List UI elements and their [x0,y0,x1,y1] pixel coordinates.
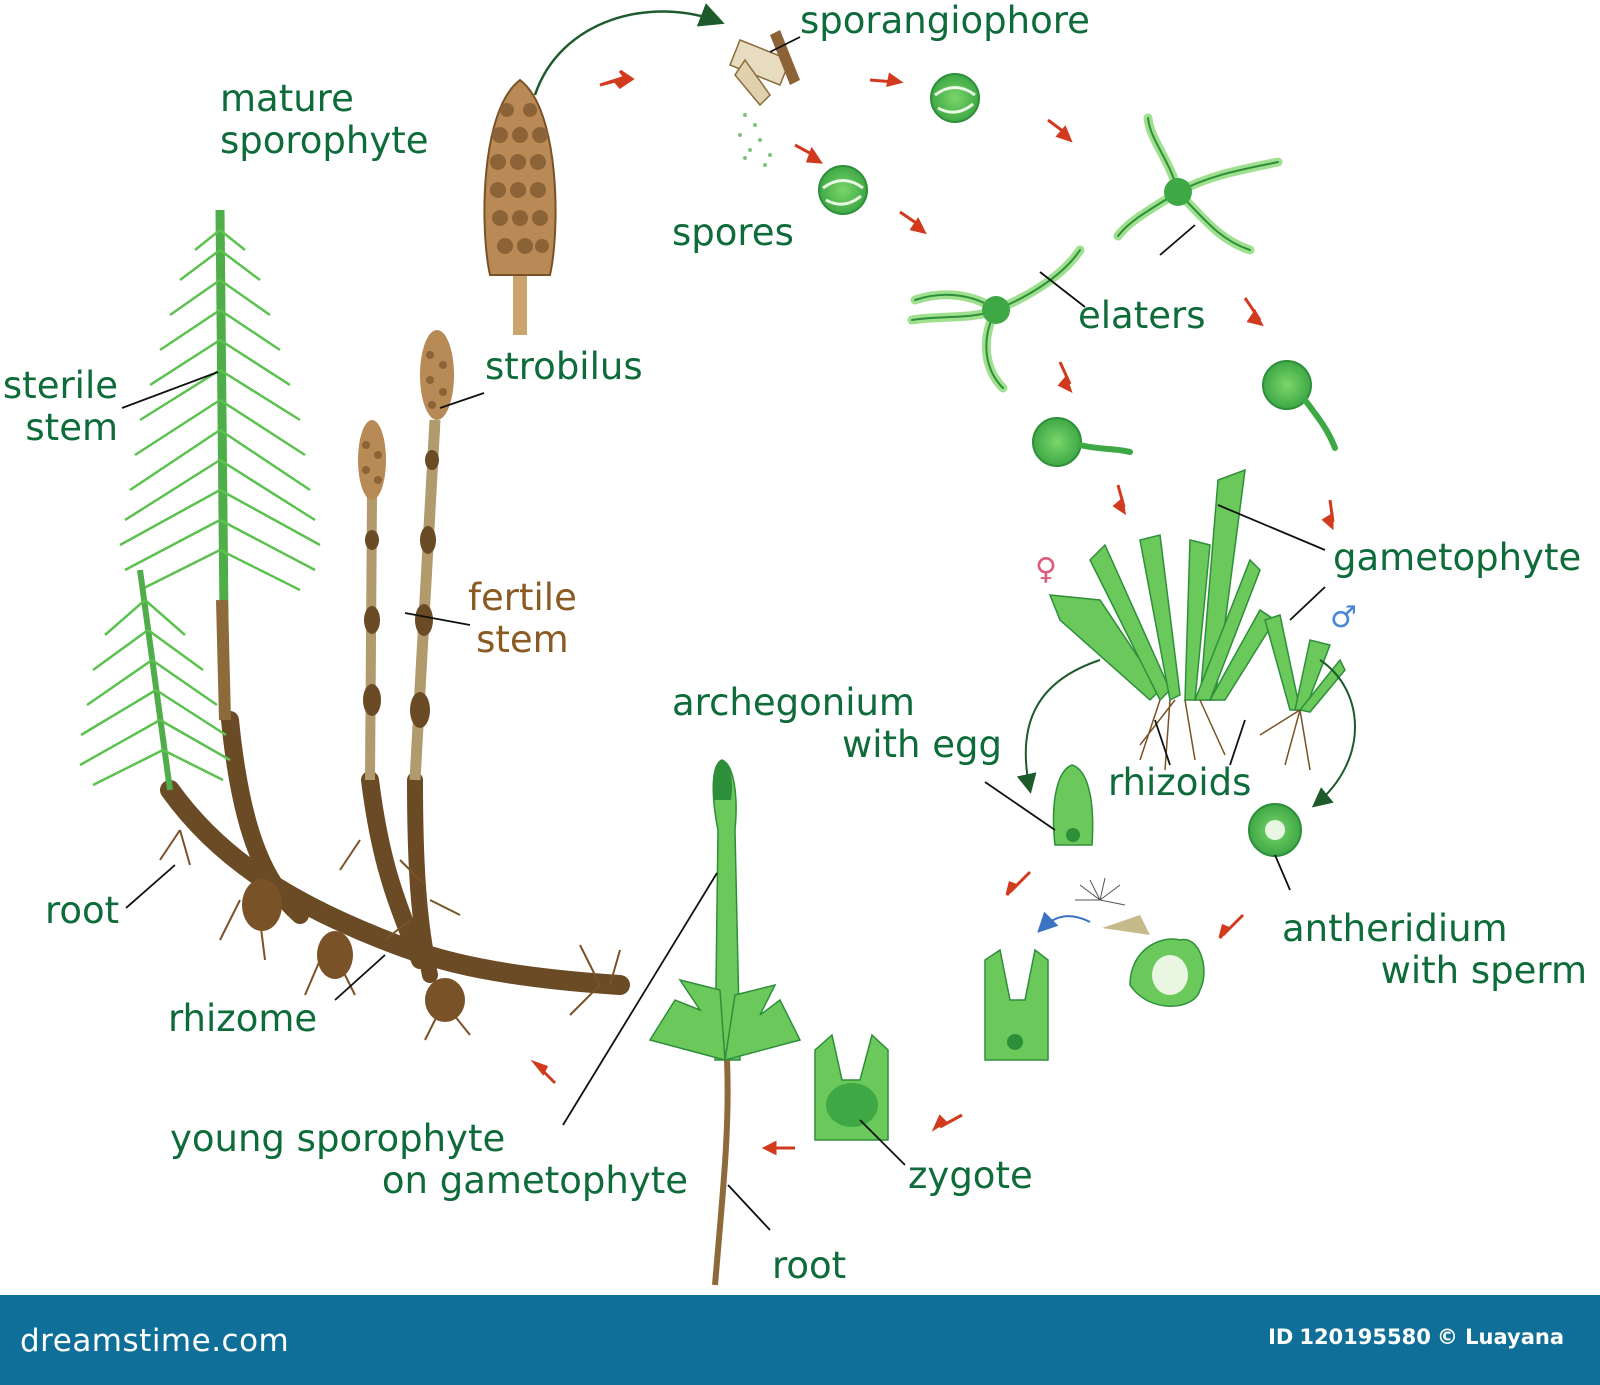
id-number: 120195580 [1299,1325,1431,1349]
label-sporangiophore: sporangiophore [800,0,1090,42]
label-strobilus: strobilus [485,346,643,388]
label-root-left: root [45,890,119,932]
large-strobilus-illustration [484,11,720,335]
credit: © Luayana [1437,1325,1564,1349]
elater-illustrations [912,118,1278,388]
label-zygote: zygote [908,1155,1033,1197]
spore-illustrations [819,74,979,214]
antheridium-illustration [1249,804,1301,856]
gametophyte-illustrations [1050,470,1345,770]
germinating-spore-illustrations [1033,361,1335,466]
dreamstime-logo[interactable]: dreamstime.com [20,1323,289,1359]
archegonium-illustration [1054,765,1093,845]
label-spores: spores [672,212,794,254]
id-prefix: ID [1268,1325,1293,1349]
male-symbol-icon: ♂ [1330,600,1357,635]
label-gametophyte: gametophyte [1333,537,1581,579]
label-rhizome: rhizome [168,998,317,1040]
fertilization-illustrations [985,878,1204,1060]
label-elaters: elaters [1078,295,1205,337]
diagram-canvas [0,0,1600,1295]
young-sporophyte-illustration [650,760,800,1285]
zygote-illustration [815,1035,888,1140]
sporangiophore-illustration [730,30,800,167]
label-rhizoids: rhizoids [1108,762,1251,804]
female-symbol-icon: ♀ [1035,552,1057,587]
label-root-bottom: root [772,1245,846,1287]
